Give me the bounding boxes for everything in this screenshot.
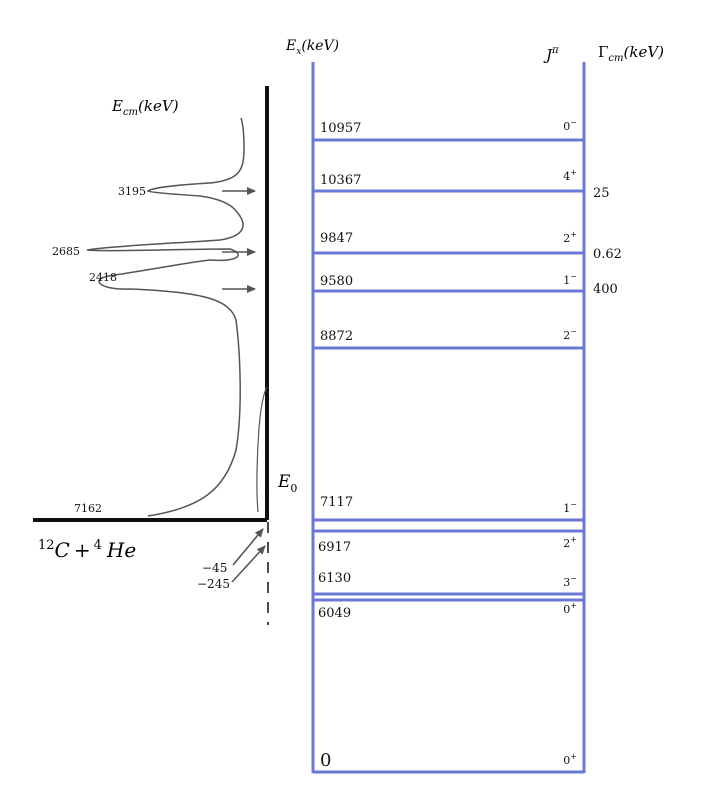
level-jpi: 1− [563, 272, 577, 287]
peak-label: 2418 [89, 271, 117, 284]
peak-labels: 3195 2685 2418 [52, 185, 146, 284]
ex-header-unit: (keV) [301, 38, 339, 54]
arrow-up-right-icon [232, 528, 264, 566]
gamma-header: Γcm(keV) [598, 43, 664, 64]
level-width: 0.62 [593, 247, 622, 262]
level-scheme [311, 62, 586, 774]
level-jpi: 3− [563, 574, 577, 589]
level-jpi: 4+ [563, 168, 577, 183]
level-energy-ground: 0 [320, 750, 331, 771]
ecm-axis-label: Ecm(keV) [111, 97, 179, 118]
e0-subscript: 0 [290, 482, 297, 495]
level-jpi: 2− [563, 327, 577, 342]
level-energy: 9580 [320, 274, 353, 289]
reaction-mass-4: 4 [94, 538, 102, 553]
reaction-carbon: C [55, 538, 70, 562]
level-width-labels: 25 0.62 400 [593, 186, 622, 297]
level-energy: 6049 [318, 606, 351, 621]
level-energy-labels: 10957 10367 9847 9580 8872 7117 6917 613… [318, 121, 361, 771]
ecm-subscript: cm [123, 107, 138, 118]
arrow-up-right-icon [231, 545, 266, 583]
threshold-energy-label: 7162 [74, 502, 102, 515]
ex-header-subscript: x [296, 47, 301, 57]
level-energy: 8872 [320, 329, 353, 344]
jpi-header: Jπ [543, 45, 559, 64]
e0-label: E0 [277, 472, 297, 495]
level-energy: 10957 [320, 121, 361, 136]
threshold-lines [33, 86, 269, 625]
jpi-header-symbol: J [543, 46, 553, 64]
ecm-symbol: E [111, 97, 123, 115]
gamma-header-subscript: cm [608, 53, 623, 64]
reaction-mass-12: 12 [38, 538, 55, 553]
level-jpi: 0+ [563, 752, 577, 767]
e0-marker [265, 489, 269, 493]
subthreshold-labels: −45 −245 [197, 561, 230, 591]
e0-symbol: E [277, 472, 291, 492]
level-width: 25 [593, 186, 610, 201]
jpi-header-superscript: π [551, 45, 559, 56]
peak-label: 2685 [52, 245, 80, 258]
level-jpi-labels: 0− 4+ 2+ 1− 2− 1− 2+ 3− 0+ 0+ [563, 118, 577, 767]
ecm-unit: (keV) [138, 97, 179, 115]
subthreshold-label: −45 [202, 561, 227, 575]
reaction-label: 12C+4 He [38, 538, 136, 562]
level-energy: 6917 [318, 540, 351, 555]
subthreshold-label: −245 [197, 577, 230, 591]
gamma-header-unit: (keV) [624, 43, 665, 61]
level-energy: 10367 [320, 173, 361, 188]
reaction-plus: + [74, 538, 91, 562]
level-jpi: 1− [563, 500, 577, 515]
level-jpi: 2+ [563, 230, 577, 245]
level-width: 400 [593, 282, 618, 297]
background-tail-curve [256, 386, 268, 513]
level-energy: 9847 [320, 231, 353, 246]
subthreshold-arrows [231, 528, 266, 583]
level-jpi: 2+ [563, 535, 577, 550]
peak-label: 3195 [118, 185, 146, 198]
ex-header-symbol: E [285, 38, 296, 54]
cross-section-curve [86, 117, 245, 517]
reaction-helium: He [106, 538, 136, 562]
gamma-header-symbol: Γ [598, 43, 608, 61]
level-jpi: 0− [563, 118, 577, 133]
level-jpi: 0+ [563, 601, 577, 616]
peak-arrows [222, 187, 256, 293]
level-energy: 6130 [318, 571, 351, 586]
ex-axis-header: Ex(keV) [285, 38, 339, 57]
level-energy: 7117 [320, 495, 353, 510]
